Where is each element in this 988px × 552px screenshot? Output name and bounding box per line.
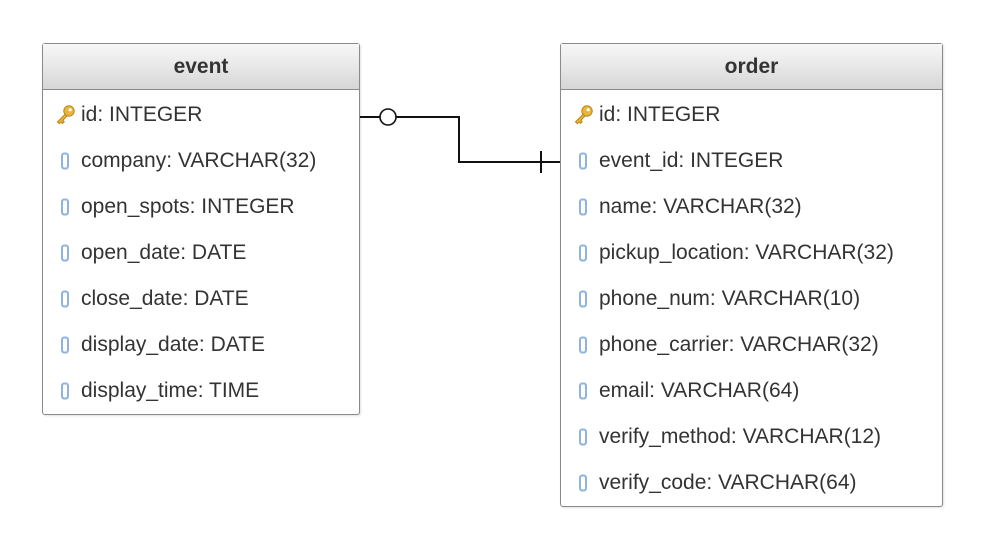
column-icon <box>572 380 594 402</box>
attribute-row: id: INTEGER <box>561 92 942 138</box>
attribute-label: id: INTEGER <box>81 103 203 126</box>
attribute-list: id: INTEGER event_id: INTEGER name: VARC… <box>561 90 942 506</box>
attribute-label: open_spots: INTEGER <box>81 195 295 218</box>
attribute-label: display_time: TIME <box>81 379 260 402</box>
column-icon <box>572 242 594 264</box>
attribute-list: id: INTEGER company: VARCHAR(32) open_sp… <box>43 90 359 414</box>
column-icon <box>54 196 76 218</box>
attribute-row: phone_num: VARCHAR(10) <box>561 276 942 322</box>
zero-cardinality-marker <box>379 108 397 126</box>
relationship-line <box>396 116 560 163</box>
column-icon <box>54 334 76 356</box>
attribute-label: phone_num: VARCHAR(10) <box>599 287 861 310</box>
attribute-row: verify_method: VARCHAR(12) <box>561 414 942 460</box>
attribute-row: display_date: DATE <box>43 322 359 368</box>
column-icon <box>54 242 76 264</box>
attribute-label: event_id: INTEGER <box>599 149 784 172</box>
attribute-row: event_id: INTEGER <box>561 138 942 184</box>
attribute-row: open_spots: INTEGER <box>43 184 359 230</box>
attribute-label: id: INTEGER <box>599 103 721 126</box>
column-icon <box>572 288 594 310</box>
key-icon <box>572 104 594 126</box>
attribute-label: verify_code: VARCHAR(64) <box>599 471 857 494</box>
attribute-row: display_time: TIME <box>43 368 359 414</box>
attribute-row: company: VARCHAR(32) <box>43 138 359 184</box>
key-icon <box>54 104 76 126</box>
attribute-row: open_date: DATE <box>43 230 359 276</box>
attribute-row: verify_code: VARCHAR(64) <box>561 460 942 506</box>
attribute-row: name: VARCHAR(32) <box>561 184 942 230</box>
attribute-row: email: VARCHAR(64) <box>561 368 942 414</box>
attribute-row: close_date: DATE <box>43 276 359 322</box>
attribute-label: phone_carrier: VARCHAR(32) <box>599 333 879 356</box>
entity-title: order <box>561 44 942 90</box>
attribute-row: pickup_location: VARCHAR(32) <box>561 230 942 276</box>
column-icon <box>572 334 594 356</box>
entity-event[interactable]: event id: INTEGER company: VARCHAR(32) o… <box>42 43 360 415</box>
attribute-label: verify_method: VARCHAR(12) <box>599 425 882 448</box>
column-icon <box>572 472 594 494</box>
column-icon <box>572 426 594 448</box>
attribute-label: open_date: DATE <box>81 241 247 264</box>
attribute-label: email: VARCHAR(64) <box>599 379 800 402</box>
attribute-row: id: INTEGER <box>43 92 359 138</box>
attribute-label: name: VARCHAR(32) <box>599 195 802 218</box>
entity-order[interactable]: order id: INTEGER event_id: INTEGER name… <box>560 43 943 507</box>
attribute-label: company: VARCHAR(32) <box>81 149 317 172</box>
attribute-label: pickup_location: VARCHAR(32) <box>599 241 894 264</box>
attribute-row: phone_carrier: VARCHAR(32) <box>561 322 942 368</box>
attribute-label: close_date: DATE <box>81 287 249 310</box>
attribute-label: display_date: DATE <box>81 333 266 356</box>
column-icon <box>572 196 594 218</box>
column-icon <box>572 150 594 172</box>
entity-title: event <box>43 44 359 90</box>
column-icon <box>54 380 76 402</box>
column-icon <box>54 288 76 310</box>
column-icon <box>54 150 76 172</box>
